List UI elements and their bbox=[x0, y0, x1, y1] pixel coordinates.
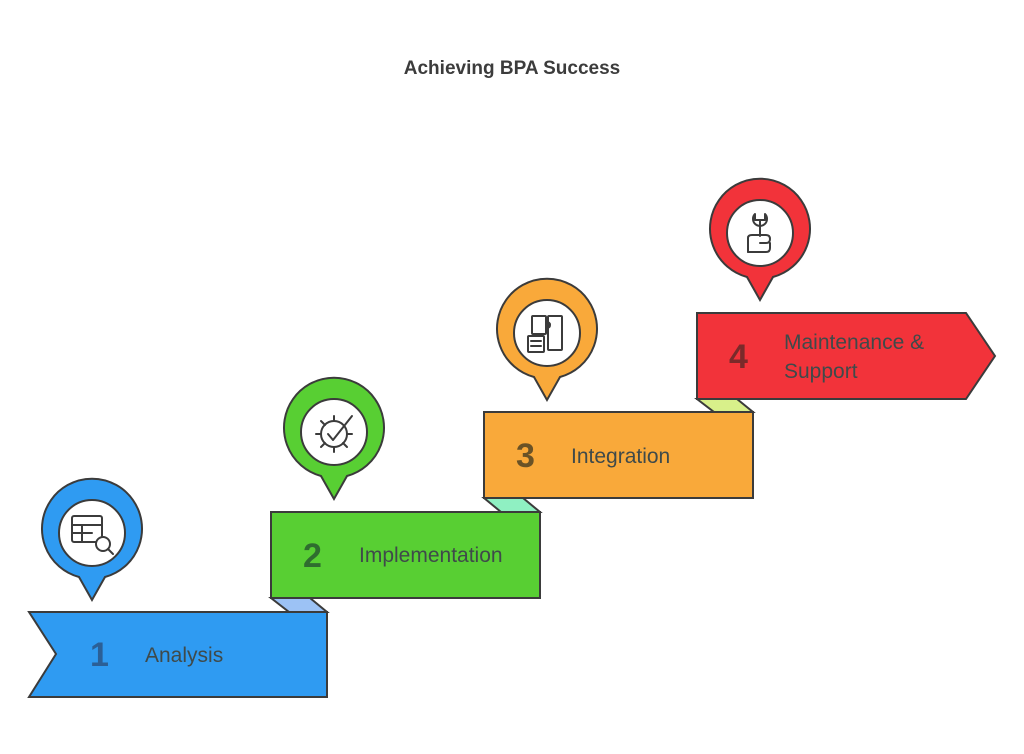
step-2-ribbon bbox=[270, 511, 541, 599]
hand-wrench-icon bbox=[747, 213, 771, 253]
step-4-label-line1: Maintenance & bbox=[784, 331, 924, 354]
step-3-marker bbox=[496, 277, 598, 403]
step-4-number: 4 bbox=[729, 338, 748, 376]
step-1: 1 Analysis bbox=[27, 477, 328, 698]
step-4-label-line2: Support bbox=[784, 360, 858, 383]
step-4: 4 Maintenance & Support bbox=[696, 177, 997, 400]
puzzle-document-icon bbox=[527, 315, 563, 353]
fold-2-3 bbox=[481, 497, 543, 513]
step-3: 3 Integration bbox=[483, 277, 754, 499]
step-2: 2 Implementation bbox=[270, 376, 541, 599]
step-2-label: Implementation bbox=[359, 544, 503, 567]
step-4-marker bbox=[709, 177, 811, 303]
fold-1-2 bbox=[268, 597, 330, 613]
step-1-marker bbox=[41, 477, 143, 603]
step-1-ribbon bbox=[27, 611, 328, 698]
step-3-ribbon bbox=[483, 411, 754, 499]
step-3-label: Integration bbox=[571, 445, 670, 468]
step-2-number: 2 bbox=[303, 537, 322, 575]
step-3-number: 3 bbox=[516, 437, 535, 475]
step-2-marker bbox=[283, 376, 385, 502]
table-search-icon bbox=[71, 515, 114, 555]
diagram-title: Achieving BPA Success bbox=[403, 58, 621, 79]
step-1-label: Analysis bbox=[145, 644, 223, 667]
step-1-number: 1 bbox=[90, 636, 109, 674]
gear-check-icon bbox=[315, 415, 353, 453]
step-4-ribbon bbox=[696, 312, 997, 400]
fold-3-4 bbox=[694, 398, 756, 413]
